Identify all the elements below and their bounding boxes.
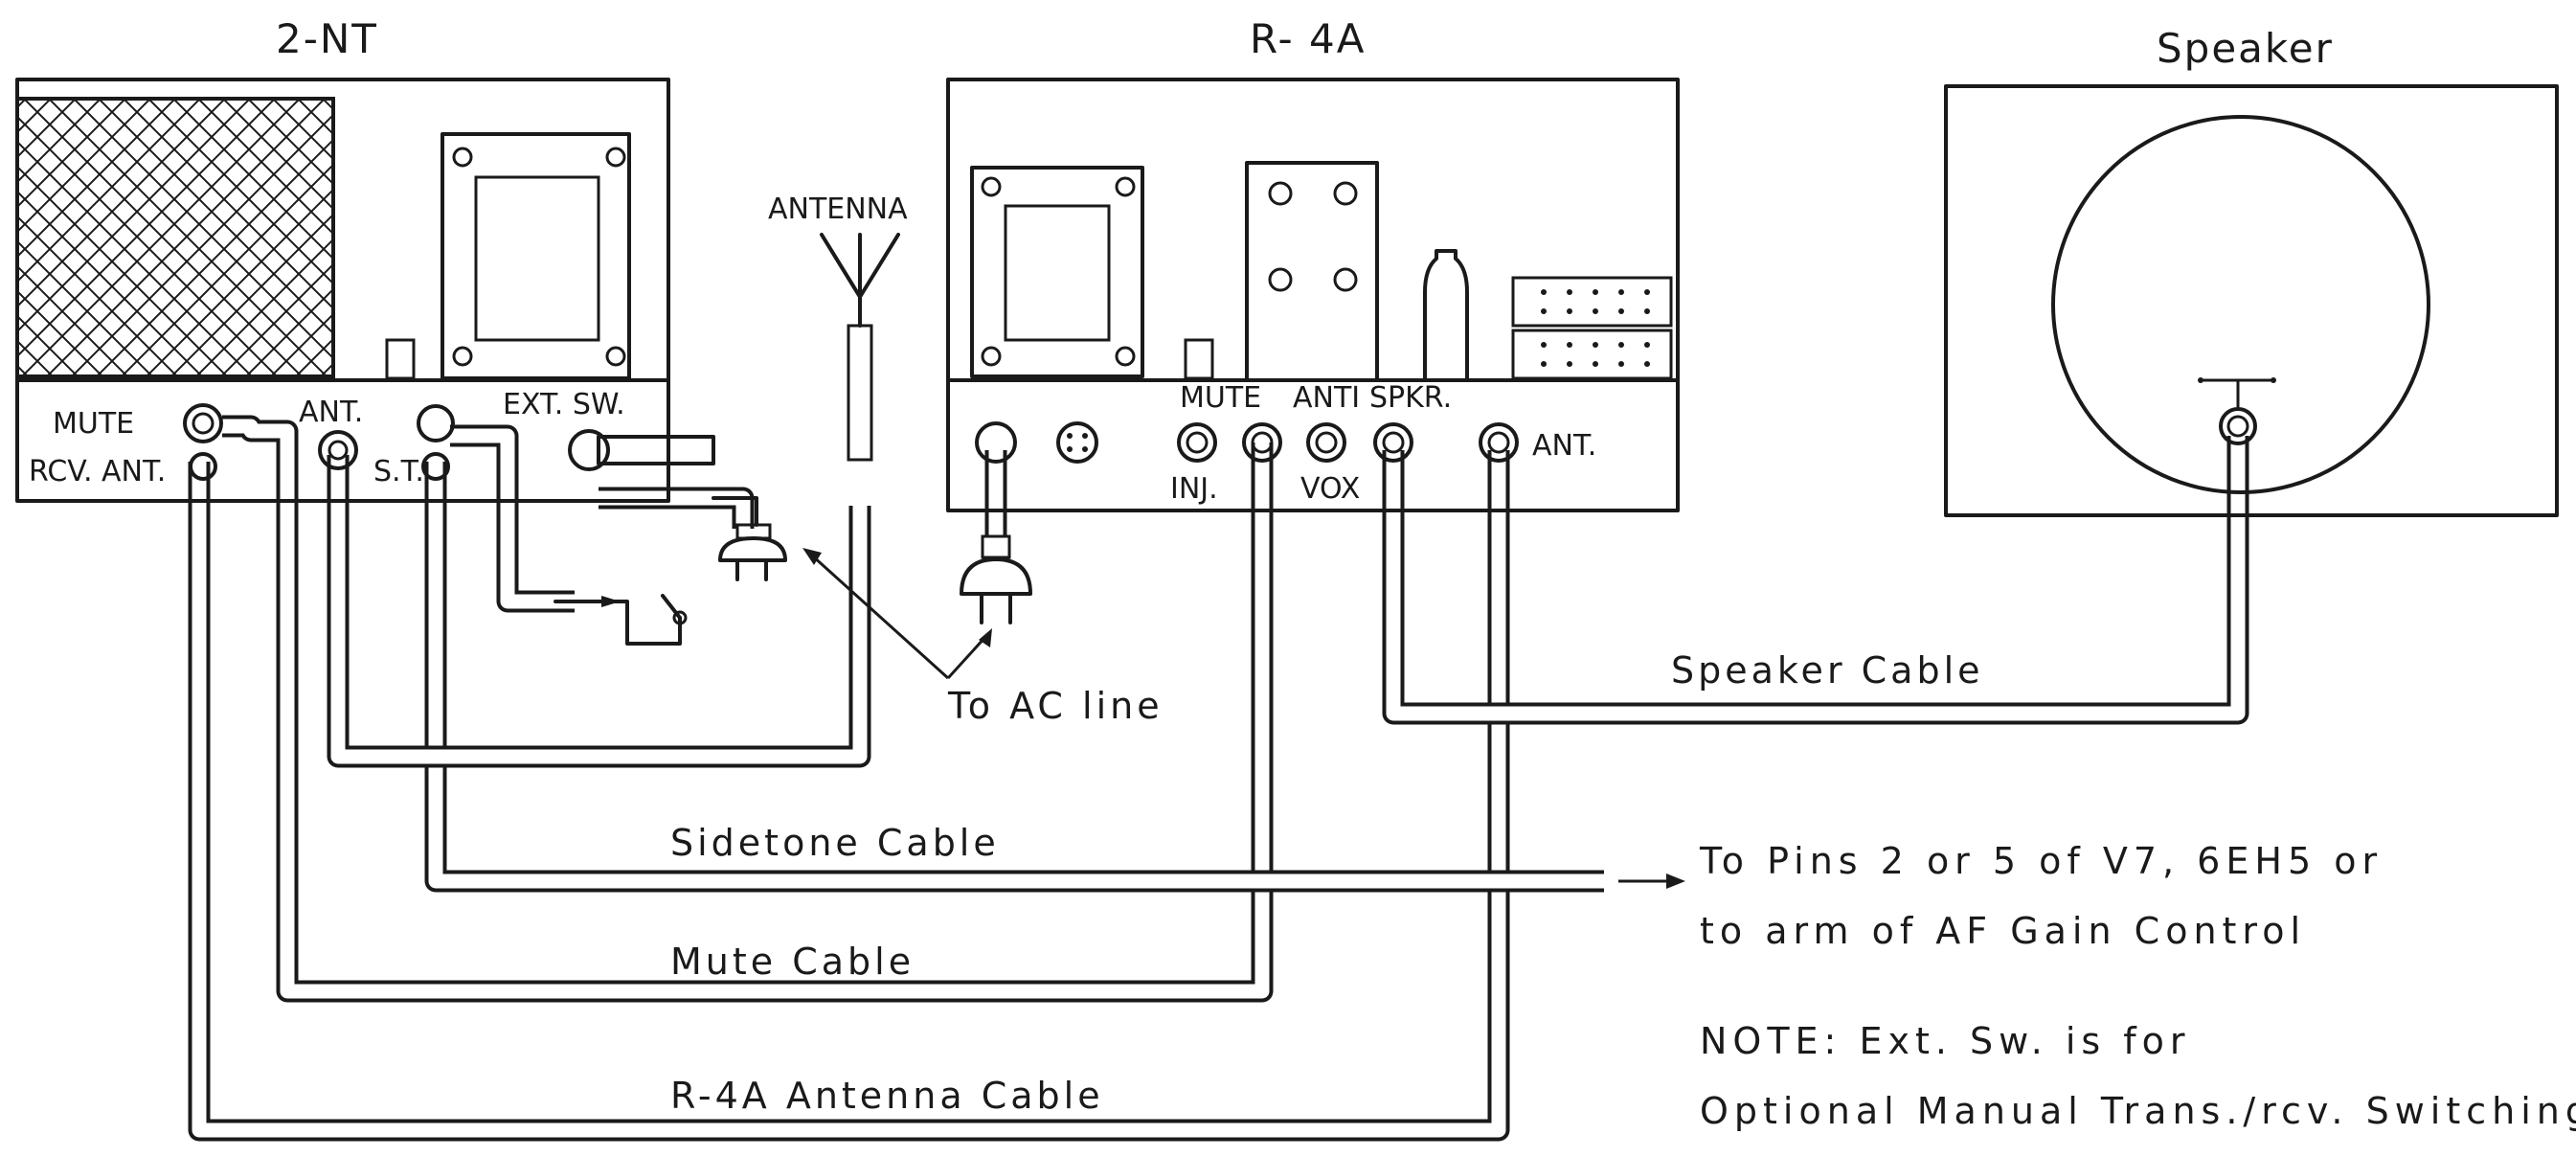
antenna-cable (188, 450, 1510, 1142)
mute-cable (222, 415, 1274, 1003)
terminal-dot (1644, 308, 1650, 314)
jack-ant (318, 430, 358, 470)
terminal-dot (1618, 289, 1624, 295)
terminal-dot (1644, 361, 1650, 367)
terminal-dot (1567, 342, 1572, 348)
jack-mute (183, 403, 223, 443)
mute-cable-label: Mute Cable (670, 941, 915, 983)
terminal-dot (1541, 361, 1547, 367)
antenna-symbol: ANTENNA (768, 193, 908, 328)
note-line1: NOTE: Ext. Sw. is for (1700, 1020, 2191, 1062)
r4a-label-spkr: SPKR. (1369, 381, 1452, 415)
unit-r4a: R- 4A MUTE ANTI SPKR. INJ. VOX ANT. (946, 15, 1680, 512)
ac-line-label: To AC line (947, 685, 1164, 727)
unit-speaker: Speaker (1944, 25, 2559, 517)
ac-line-arrows (802, 548, 992, 680)
label-mute: MUTE (53, 407, 134, 441)
meter-panel (441, 132, 631, 380)
unit-speaker-title: Speaker (2157, 25, 2334, 72)
r4a-label-vox: VOX (1300, 472, 1360, 506)
terminal-dot (1593, 361, 1598, 367)
terminal-strip (1511, 276, 1673, 380)
r4a-power-plug (960, 534, 1032, 624)
terminal-dot (1593, 342, 1598, 348)
jack-anti-vox (1306, 422, 1346, 463)
sidetone-cable-label: Sidetone Cable (670, 822, 1000, 864)
pins-note-line2: to arm of AF Gain Control (1700, 910, 2306, 952)
antenna-cable-label: R-4A Antenna Cable (670, 1075, 1104, 1117)
terminal-dot (1567, 308, 1572, 314)
label-ext-sw: EXT. SW. (503, 388, 625, 421)
unit-2nt: 2-NT MUTE RCV. ANT. ANT. S.T. EXT. SW. (15, 15, 715, 503)
terminal-dot (1593, 308, 1598, 314)
r4a-meter-panel (970, 166, 1144, 378)
jack-ext-sw (568, 429, 715, 471)
ant-lead-cable (327, 455, 871, 768)
nt2-power-plug (712, 496, 787, 581)
r4a-label-mute: MUTE (1180, 381, 1261, 415)
label-st: S.T. (373, 455, 424, 488)
antenna-mast-cable (847, 324, 873, 506)
r4a-label-anti: ANTI (1293, 381, 1360, 415)
sidetone-cable (424, 462, 1614, 893)
r4a-jack-ant (1479, 422, 1519, 463)
unit-2nt-title: 2-NT (276, 15, 378, 62)
jack-inj (1177, 422, 1217, 463)
jack-rcv-ant (189, 452, 217, 481)
pins-note-line1: To Pins 2 or 5 of V7, 6EH5 or (1699, 840, 2383, 882)
terminal-dot (1618, 361, 1624, 367)
speaker-cable-label: Speaker Cable (1671, 649, 1984, 692)
label-rcv-ant: RCV. ANT. (29, 455, 166, 488)
ext-switch (554, 594, 688, 646)
ventilation-grille (15, 97, 335, 378)
speaker-cone (2051, 115, 2430, 494)
terminal-dot (1618, 342, 1624, 348)
terminal-dot (1541, 289, 1547, 295)
jack-spkr (1373, 422, 1413, 463)
antenna-label: ANTENNA (768, 193, 908, 226)
note-line2: Optional Manual Trans./rcv. Switching (1700, 1090, 2576, 1132)
ext-switch-cable (450, 424, 575, 613)
terminal-dot (1541, 308, 1547, 314)
terminal-dot (1618, 308, 1624, 314)
r4a-label-ant: ANT. (1532, 429, 1596, 463)
r4a-jack-mute (1242, 422, 1282, 463)
r4a-label-inj: INJ. (1170, 472, 1218, 506)
r4a-power-jack (975, 421, 1017, 464)
unit-r4a-title: R- 4A (1250, 15, 1366, 62)
r4a-accessory-socket (1056, 421, 1098, 464)
small-knob (385, 338, 416, 380)
speaker-terminal (2198, 377, 2276, 445)
r4a-coil-panel (1245, 161, 1379, 382)
terminal-dot (1644, 289, 1650, 295)
terminal-dot (1593, 289, 1598, 295)
sidetone-arrow (1618, 873, 1685, 889)
vacuum-tube (1423, 249, 1469, 382)
speaker-cable (1382, 436, 2249, 725)
terminal-dot (1567, 289, 1572, 295)
terminal-dot (1541, 342, 1547, 348)
r4a-small-knob (1184, 338, 1214, 380)
jack-st (417, 404, 455, 481)
terminal-dots (1541, 289, 1650, 367)
terminal-dot (1567, 361, 1572, 367)
terminal-dot (1644, 342, 1650, 348)
label-ant: ANT. (299, 396, 363, 429)
